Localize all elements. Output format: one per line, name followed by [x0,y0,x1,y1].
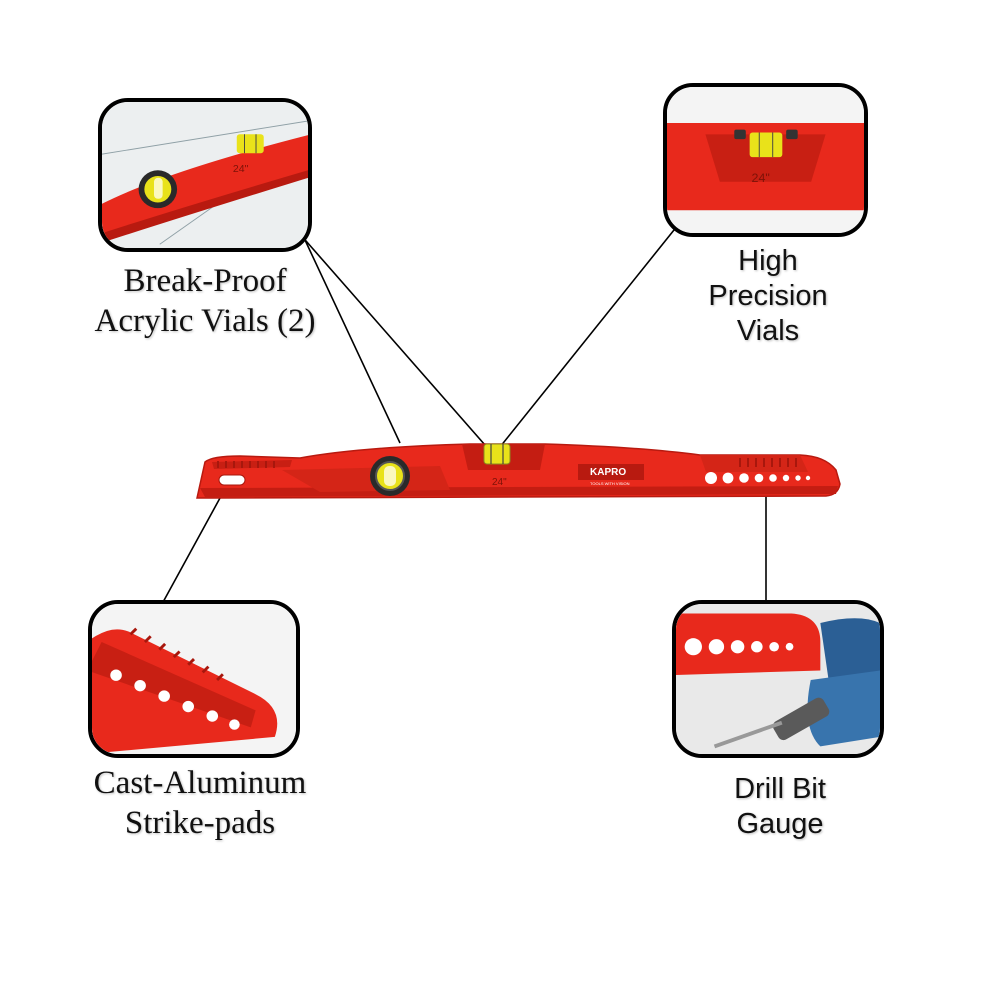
right-grip-pad [700,455,808,472]
precision-label-line3: Vials [736,314,800,347]
break-proof-size-marking: 24" [233,163,249,175]
break-proof-label-line2: Acrylic Vials (2) [94,302,316,339]
top-vial [483,443,511,465]
strike-pads-label: Cast-Aluminum Strike-pads [50,764,350,843]
connector-break-proof-to-top-vial [291,224,486,446]
level-size-marking: 24" [492,477,507,488]
break-proof-label-line1: Break-Proof [123,263,287,299]
drill-gauge-label: Drill Bit Gauge [690,772,870,842]
left-grip-ridges [212,460,292,469]
precision-label-line2: Precision [708,279,828,312]
callout-precision-image: 24" [663,83,868,237]
drill-gauge-label-line2: Gauge [736,807,824,840]
connector-precision-to-top-vial [499,224,679,448]
left-strike-pad-ridges [217,461,275,468]
precision-size-marking: 24" [752,171,770,185]
round-vial-bubble [384,466,396,486]
callout-break-proof-image: 24" [98,98,312,252]
strike-pads-label-line2: Strike-pads [124,804,276,841]
precision-label-line1: High [738,245,798,277]
brand-logo-text: KAPRO [590,467,626,478]
connector-break-proof-to-round-vial [304,239,401,444]
drill-gauge-label-line1: Drill Bit [734,773,826,805]
hang-hole [218,474,246,486]
connector-strike-pads [161,497,221,605]
break-proof-label: Break-Proof Acrylic Vials (2) [70,262,340,341]
precision-label: High Precision Vials [678,244,858,348]
callout-strike-pads-image [88,600,300,758]
drill-gauge-holes [705,472,811,484]
brand-tagline: TOOLS WITH VISION [590,481,630,486]
callout-drill-gauge-image [672,600,884,758]
brand-badge [578,464,644,480]
strike-pads-label-line1: Cast-Aluminum [93,765,307,801]
right-strike-pad-ridges [739,458,797,467]
